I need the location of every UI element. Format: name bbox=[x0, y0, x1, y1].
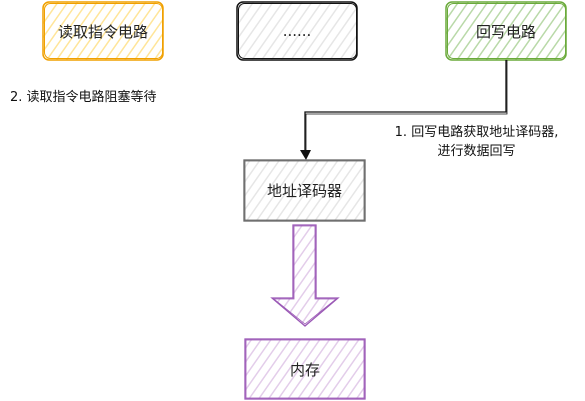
ellipsis-label: ...... bbox=[282, 22, 312, 40]
decoder-to-memory-arrow bbox=[270, 224, 340, 327]
memory-label: 内存 bbox=[289, 360, 320, 379]
writeback-circuit-label: 回写电路 bbox=[475, 22, 536, 41]
memory-box bbox=[244, 338, 366, 400]
read-circuit-label: 读取指令电路 bbox=[57, 22, 148, 41]
writeback-circuit-box bbox=[445, 1, 567, 61]
blocked-note: 2. 读取指令电路阻塞等待 bbox=[10, 90, 157, 105]
ellipsis-box bbox=[236, 1, 358, 61]
address-decoder-label: 地址译码器 bbox=[266, 182, 342, 200]
step1-note-line1: 1. 回写电路获取地址译码器, bbox=[394, 125, 559, 140]
step1-note: 1. 回写电路获取地址译码器, 进行数据回写 bbox=[374, 123, 579, 161]
step1-note-line2: 进行数据回写 bbox=[437, 144, 516, 159]
address-decoder-box bbox=[243, 159, 366, 222]
read-circuit-box bbox=[42, 1, 164, 61]
writeback-to-decoder-connector bbox=[300, 60, 508, 160]
